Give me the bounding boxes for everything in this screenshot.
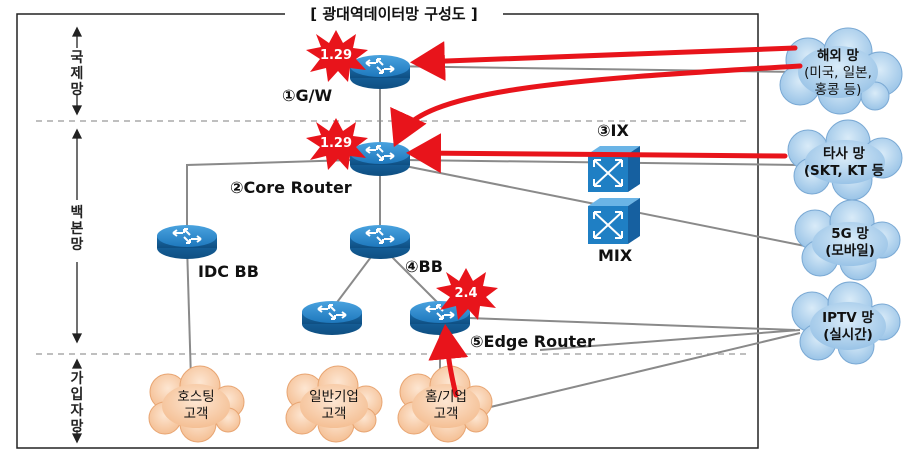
cloud-other-carrier-line1: 타사 망 — [823, 146, 865, 162]
label-core-router: ②Core Router — [230, 178, 352, 197]
cloud-5g-text: 5G 망 (모바일) — [808, 226, 892, 260]
arrow-home-to-edge — [428, 324, 469, 398]
traffic-arrows — [390, 41, 803, 398]
cloud-home-text: 홈/기업 고객 — [408, 389, 484, 423]
cloud-5g-line2: (모바일) — [825, 243, 875, 259]
cloud-other-carrier-line2: (SKT, KT 등 — [803, 163, 885, 179]
cloud-enterprise-line1: 일반기업 — [309, 389, 359, 405]
router-gw — [350, 55, 410, 89]
cloud-5g-line1: 5G 망 — [831, 226, 869, 242]
diagram-title: [ 광대역데이터망 구성도 ] — [285, 3, 503, 25]
router-bb — [350, 225, 410, 259]
cloud-iptv-line1: IPTV 망 — [822, 310, 874, 326]
links — [186, 65, 811, 411]
switch-mix — [588, 198, 640, 244]
section-arrows — [71, 26, 83, 444]
arrow-overseas-to-core — [390, 63, 803, 148]
cloud-hosting-line1: 호스팅 — [177, 389, 215, 405]
arrow-carrier-to-core — [406, 133, 788, 174]
cloud-overseas-line1: 해외 망 — [817, 48, 859, 64]
label-mix: MIX — [598, 246, 633, 265]
switch-ix — [588, 146, 640, 192]
burst-edge-value: 2.4 — [454, 286, 478, 301]
cloud-overseas-line3: 홍콩 등) — [814, 82, 862, 98]
cloud-other-carrier-text: 타사 망 (SKT, KT 등 — [794, 146, 894, 180]
router-idc-bb — [157, 225, 217, 259]
label-ix: ③IX — [597, 121, 629, 140]
cloud-overseas-text: 해외 망 (미국, 일본, 홍콩 등) — [790, 48, 886, 99]
cloud-enterprise — [285, 365, 383, 443]
router-core — [350, 142, 410, 176]
cloud-hosting-line2: 고객 — [183, 406, 209, 422]
cloud-5g — [794, 199, 901, 281]
cloud-home — [397, 365, 493, 443]
cloud-home-line2: 고객 — [433, 406, 459, 422]
label-idc-bb: IDC BB — [198, 262, 259, 281]
cloud-enterprise-line2: 고객 — [321, 406, 347, 422]
burst-core — [306, 118, 368, 170]
router-enterprise — [302, 301, 362, 335]
router-edge — [410, 301, 470, 335]
cloud-overseas-line2: (미국, 일본, — [804, 65, 872, 81]
cloud-iptv — [791, 281, 901, 365]
cloud-hosting-text: 호스팅 고객 — [158, 389, 234, 423]
cloud-iptv-text: IPTV 망 (실시간) — [806, 310, 890, 344]
burst-core-value: 1.29 — [319, 136, 353, 151]
label-bb: ④BB — [405, 257, 443, 276]
cloud-enterprise-text: 일반기업 고객 — [296, 389, 372, 423]
cloud-iptv-line2: (실시간) — [823, 327, 873, 343]
burst-gw-value: 1.29 — [319, 48, 353, 63]
label-gw: ①G/W — [282, 86, 333, 105]
burst-edge — [436, 268, 498, 320]
arrow-overseas-to-gw — [410, 41, 798, 82]
cloud-hosting — [148, 365, 245, 443]
cloud-home-line1: 홈/기업 — [425, 389, 467, 405]
cloud-overseas — [779, 27, 903, 115]
burst-gw — [306, 30, 368, 82]
label-edge-router: ⑤Edge Router — [470, 332, 595, 351]
cloud-other-carrier — [787, 119, 903, 201]
